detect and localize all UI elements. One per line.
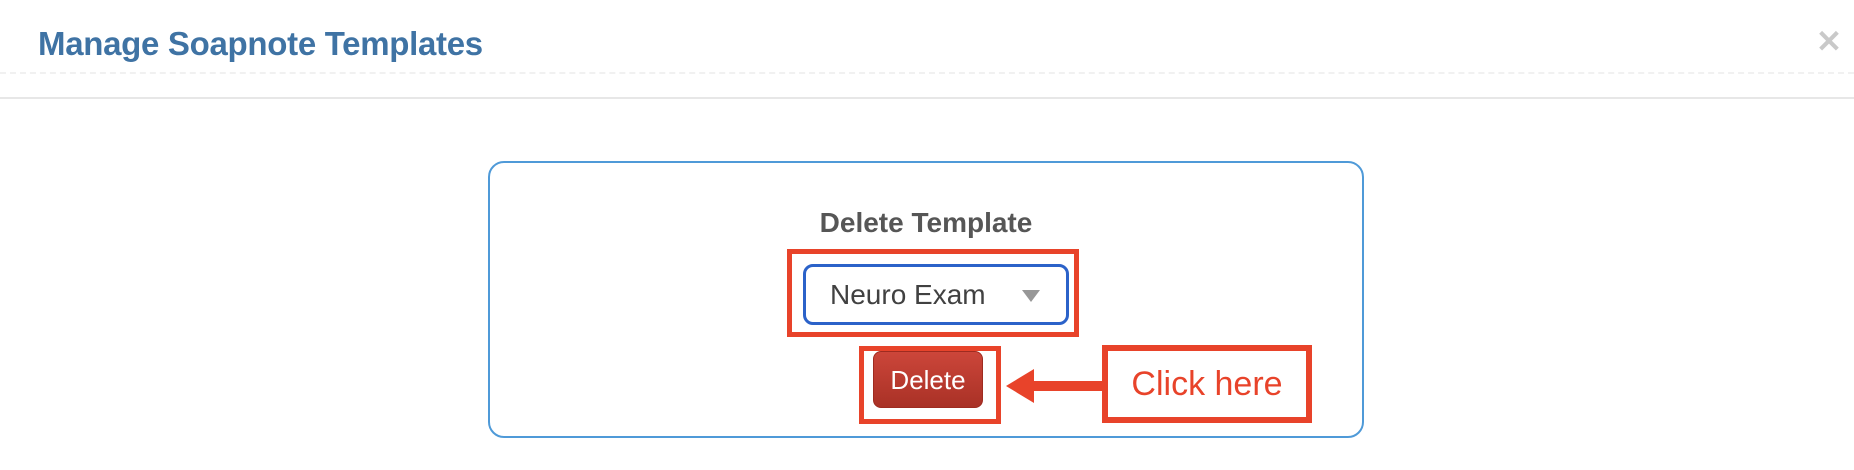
template-select-dropdown[interactable]: Neuro Exam xyxy=(803,264,1069,325)
page-title: Manage Soapnote Templates xyxy=(38,25,483,62)
modal-header: Manage Soapnote Templates ✕ xyxy=(0,0,1854,99)
caret-down-icon xyxy=(1022,289,1040,302)
click-here-label: Click here xyxy=(1131,365,1283,403)
arrow-shaft xyxy=(1032,381,1104,391)
dropdown-highlight-annotation xyxy=(787,249,1079,337)
delete-button[interactable]: Delete xyxy=(873,351,983,408)
click-here-callout: Click here xyxy=(1102,345,1312,423)
delete-button-label: Delete xyxy=(890,364,966,395)
arrow-left-icon xyxy=(1006,369,1034,403)
delete-button-highlight-annotation xyxy=(859,346,1001,424)
template-select-value: Neuro Exam xyxy=(830,278,986,310)
close-button[interactable]: ✕ xyxy=(1806,18,1852,64)
close-icon: ✕ xyxy=(1816,23,1842,59)
header-divider xyxy=(0,97,1854,99)
delete-template-heading: Delete Template xyxy=(819,207,1033,238)
header-faint-dashed-line xyxy=(0,72,1854,74)
